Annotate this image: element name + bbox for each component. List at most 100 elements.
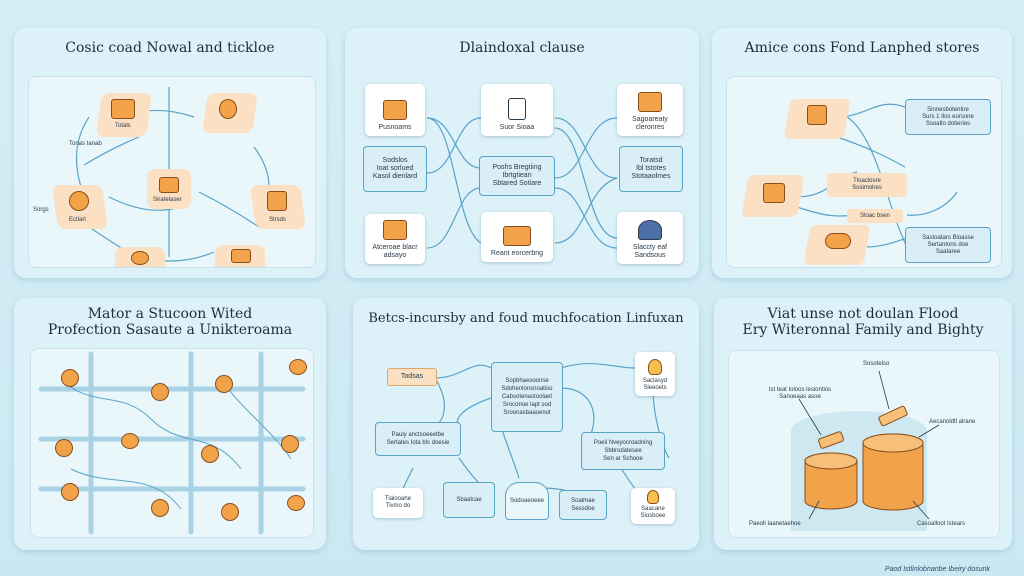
diagram-canvas: Tloaclosre Sosimolres Sloac bsen Sinnesb…: [726, 76, 1002, 268]
box-label: cleronres: [635, 124, 665, 131]
box-label: Ibl tstotes: [636, 165, 666, 172]
box-top-center[interactable]: Suor Sioaa: [481, 84, 553, 136]
label-line: Sanoeaas asoe: [779, 394, 821, 400]
box-label: Sertates Iota bls doesie: [386, 440, 450, 446]
box-top-left[interactable]: Pusnoams: [365, 84, 425, 136]
box-label: Slaccty eaf: [632, 244, 668, 251]
label-line: Ist teat Ioloos lesiontios: [768, 387, 832, 393]
basket-icon: [131, 251, 149, 265]
box-label: Ioat sorlued: [376, 165, 414, 172]
box-mid-left[interactable]: Sodslos Ioat sorlued Kasol dienlard: [363, 146, 427, 192]
box-label: Sdohenlonsnoatiso: [501, 386, 553, 392]
box-label: Soalmae: [571, 498, 595, 504]
panel-subtitle: Profection Sasaute a Unikteroama: [47, 322, 293, 338]
tag-label: Tloaclosre: [853, 178, 881, 184]
chef-icon: [267, 191, 287, 211]
panel-title: Betcs-incursby and foud muchfocation Lin…: [368, 311, 684, 326]
box-top-right[interactable]: Sagoareaty cleronres: [617, 84, 683, 136]
panel-title: Viat unse not doulan Flood: [767, 306, 959, 322]
box-label: Sagoareaty: [632, 116, 668, 123]
shop-icon: [807, 105, 827, 125]
box-right[interactable]: Poeli Nveyocroadning Sbbrodatesee Sen ar…: [581, 432, 665, 470]
box-left[interactable]: Pauly anctsoeeetbe Sertates Iota bls doe…: [375, 422, 461, 456]
box-label: Ibrtgtiean: [502, 172, 532, 179]
panel-title: Dlaindoxal clause: [459, 40, 585, 56]
store-icon: [219, 99, 237, 119]
lightbulb-icon: [647, 490, 659, 504]
map-pin[interactable]: [121, 433, 139, 449]
map-pin[interactable]: [61, 483, 79, 501]
box-label: Tivmo do: [385, 503, 411, 509]
mid-tag-1[interactable]: Tloaclosre Sosimolres: [827, 173, 907, 197]
clause-connectors: [426, 117, 618, 249]
map-pin[interactable]: [289, 359, 307, 375]
box-label: Saataree: [935, 248, 961, 255]
person-icon: [638, 220, 662, 240]
panel-clause-diagram: Dlaindoxal clause Pusnoams Suor Sioaa Sa…: [345, 28, 699, 278]
lightbulb-icon: [648, 359, 662, 375]
box-label: Cabsotenastoolaet: [501, 394, 553, 400]
box-label: Kasol dienlard: [372, 173, 418, 180]
box-label: Poeli Nveyocroadning: [593, 440, 653, 446]
map-canvas: [30, 348, 314, 538]
map-pin[interactable]: [55, 439, 73, 457]
box-label: Reant eorcerbng: [490, 250, 544, 257]
box-bottom-center[interactable]: Reant eorcerbng: [481, 212, 553, 262]
label-left: Ist teat Ioloos lesiontios Sanoeaas asoe: [755, 387, 845, 401]
map-pin[interactable]: [281, 435, 299, 453]
box-label: Sopbhaesoonse: [505, 378, 549, 384]
panel-title: Mator a Stucoon Wited: [87, 306, 253, 322]
box-label: Sinnesbotentire: [927, 106, 969, 113]
box-center-stack[interactable]: Sopbhaesoonse Sdohenlonsnoatiso Cabsoten…: [491, 362, 563, 432]
package-icon: [159, 177, 179, 193]
panel-title: Amice cons Fond Lanphed stores: [744, 40, 980, 56]
container-icon[interactable]: Sodoaeoeee: [505, 482, 549, 520]
box-label: Atceroae blacr: [372, 244, 418, 251]
node-label: Strsds: [269, 217, 287, 223]
map-pin[interactable]: [151, 499, 169, 517]
label-right: Aecanoldtl alrane: [929, 419, 976, 425]
info-box-top[interactable]: Sinnesbotentire Surs 1 Ilos eorsone Ssoa…: [905, 99, 991, 135]
building-icon: [638, 92, 662, 112]
box-bottom-left[interactable]: Atceroae blacr adsayo: [365, 214, 425, 264]
mid-tag-2[interactable]: Sloac bsen: [847, 209, 903, 223]
box-label: Sleeoets: [643, 385, 667, 391]
panel-cylinders: Viat unse not doulan Flood Ery Witeronna…: [714, 298, 1012, 550]
cart-icon: [763, 183, 785, 203]
diagram-canvas: Totals Siratelaser Ectlarl Strsds Tonas …: [28, 76, 316, 268]
panel-title: Cosic coad Nowal and tickloe: [65, 40, 275, 56]
box-label: Sbbrodatesee: [604, 448, 642, 454]
book-icon: [503, 226, 531, 246]
box-label: Sen ar Schooe: [603, 456, 643, 462]
map-pin[interactable]: [287, 495, 305, 511]
box-label: Sbtared Sotiare: [492, 180, 542, 187]
box-mid-center[interactable]: Poshs Bregtiing Ibrtgtiean Sbtared Sotia…: [479, 156, 555, 196]
box-bottom-5[interactable]: Saacane Siosboee: [631, 488, 675, 524]
box-top-right[interactable]: Saclasyd Sleeoets: [635, 352, 675, 396]
info-box-bottom[interactable]: Sastoatars Bloasse Sertantons doe Saatar…: [905, 227, 991, 263]
side-label: Tonas tanab: [69, 141, 102, 147]
panel-content-flow: Cosic coad Nowal and tickloe Totals Sira…: [14, 28, 326, 278]
box-label: Sastoatars Bloasse: [922, 234, 974, 241]
tag-label: Sosimolres: [852, 185, 882, 191]
box-label: Siosboee: [640, 513, 666, 519]
box-mid-right[interactable]: Toratsd Ibl tstotes Stotaaolmes: [619, 146, 683, 192]
box-bottom-1[interactable]: Tialooahe Tivmo do: [373, 488, 423, 518]
map-pin[interactable]: [151, 383, 169, 401]
label-bottom-left: Paeoll Iaanetaehoe: [749, 521, 801, 527]
pill-top-left[interactable]: Todsas: [387, 368, 437, 386]
panel-flow-network: Betcs-incursby and foud muchfocation Lin…: [353, 298, 699, 550]
map-pin[interactable]: [221, 503, 239, 521]
box-bottom-right[interactable]: Slaccty eaf Sandsous: [617, 212, 683, 264]
box-label: Sertantons doe: [927, 241, 969, 248]
map-pin[interactable]: [215, 375, 233, 393]
node-label: Totals: [115, 123, 131, 129]
box-label: Sandsous: [634, 252, 666, 259]
box-label: Stotaaolmes: [631, 173, 671, 180]
box-bottom-2[interactable]: Sbaatcae: [443, 482, 495, 518]
map-pin[interactable]: [61, 369, 79, 387]
box-label: Pauly anctsoeeetbe: [391, 432, 445, 438]
map-pin[interactable]: [201, 445, 219, 463]
label-bottom-right: Casoalloot Istears: [917, 521, 966, 527]
box-bottom-4[interactable]: Soalmae Sessdoe: [559, 490, 607, 520]
